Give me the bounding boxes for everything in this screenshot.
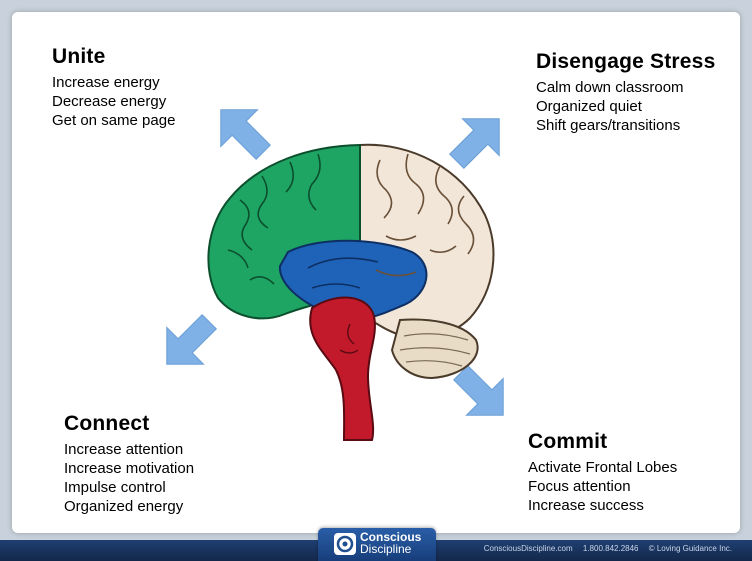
disengage-item: Shift gears/transitions bbox=[536, 117, 681, 134]
logo-line-2: Discipline bbox=[360, 542, 412, 556]
arrow-down-left-icon bbox=[166, 314, 217, 365]
connect-item: Increase motivation bbox=[64, 460, 195, 477]
arrow-up-left-icon bbox=[220, 109, 271, 160]
disengage-item: Calm down classroom bbox=[536, 79, 684, 96]
footer-info: ConsciousDiscipline.com 1.800.842.2846 ©… bbox=[476, 544, 732, 553]
footer-copyright: © Loving Guidance Inc. bbox=[648, 544, 732, 553]
disengage-stress-title: Disengage Stress bbox=[536, 50, 716, 73]
connect-title: Connect bbox=[64, 412, 150, 435]
disengage-stress-section: Disengage Stress Calm down classroom Org… bbox=[536, 50, 715, 135]
unite-item: Increase energy bbox=[52, 74, 160, 91]
logo-wordmark: Conscious Discipline bbox=[360, 531, 421, 555]
footer-phone: 1.800.842.2846 bbox=[582, 544, 639, 553]
unite-item: Get on same page bbox=[52, 112, 176, 129]
commit-item: Activate Frontal Lobes bbox=[528, 459, 678, 476]
connect-section: Connect Increase attention Increase moti… bbox=[64, 412, 194, 516]
arrow-up-right-icon bbox=[449, 118, 500, 169]
unite-item: Decrease energy bbox=[52, 93, 167, 110]
commit-item: Focus attention bbox=[528, 478, 631, 495]
commit-section: Commit Activate Frontal Lobes Focus atte… bbox=[528, 430, 677, 515]
disengage-item: Organized quiet bbox=[536, 98, 642, 115]
unite-section: Unite Increase energy Decrease energy Ge… bbox=[52, 45, 175, 130]
commit-item: Increase success bbox=[528, 497, 644, 514]
unite-title: Unite bbox=[52, 45, 106, 68]
commit-title: Commit bbox=[528, 430, 608, 453]
limbic-region bbox=[278, 239, 428, 321]
arrow-down-right-icon bbox=[453, 365, 504, 416]
footer-website-link[interactable]: ConsciousDiscipline.com bbox=[483, 544, 573, 553]
logo-line-1: Conscious bbox=[360, 530, 422, 544]
connect-item: Organized energy bbox=[64, 498, 184, 515]
conscious-discipline-logo-icon bbox=[334, 533, 356, 555]
connect-item: Increase attention bbox=[64, 441, 184, 458]
brain-stem-region bbox=[309, 296, 376, 441]
brain-illustration bbox=[207, 143, 495, 441]
connect-item: Impulse control bbox=[64, 479, 166, 496]
